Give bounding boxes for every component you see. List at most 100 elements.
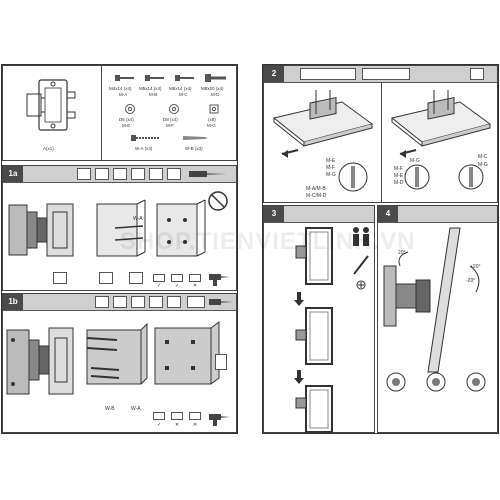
wall-bracket-illustration — [8, 203, 74, 257]
screw-d-size: M8x20 (x4) — [201, 86, 224, 91]
knob-detail-2 — [426, 372, 446, 392]
spacer-icon — [209, 104, 219, 114]
tool-icon — [131, 296, 145, 308]
tilt-up-label: +20° — [470, 264, 481, 270]
arrow-down-icon — [294, 292, 304, 306]
wall-holes-illustration — [156, 199, 206, 257]
knob-detail-1 — [386, 372, 406, 392]
cross-mark: ✕ — [175, 422, 180, 428]
tilt-adjust-illustration — [383, 227, 480, 373]
phillips-icon — [356, 280, 366, 290]
parts-panel: A(x1) M4x14 (x4) M-A M5x14 (x4) M-B M6x1… — [2, 65, 237, 161]
step-3-header — [264, 206, 374, 223]
two-people-icon — [353, 227, 369, 246]
bit-icon — [153, 412, 165, 420]
screw-icon — [115, 75, 134, 81]
wall-anchor-label: W-A — [133, 216, 143, 222]
watermark: SHOP.TIENVIETLINH.VN — [120, 228, 416, 255]
bracket-box: A(x1) — [3, 66, 102, 160]
label-me: M-E — [394, 173, 404, 179]
screw-b-code: M-B — [149, 92, 158, 97]
bracket-label: A(x1) — [43, 146, 54, 151]
cross-mark: ✕ — [193, 422, 198, 428]
screw-icon — [175, 75, 194, 81]
cross-mark: ✕ — [193, 283, 198, 289]
detail-circle-right-b — [458, 164, 484, 190]
label-mcd: M-C/M-D — [306, 193, 327, 199]
tool-icon — [95, 168, 109, 180]
level-icon — [215, 354, 227, 370]
screw-b-size: M5x14 (x4) — [139, 86, 162, 91]
tool-icon — [470, 68, 484, 80]
washer-e-code: M-E — [122, 123, 131, 128]
tool-icon — [167, 296, 181, 308]
concrete-wall-anchors — [86, 322, 148, 385]
wall-screw-label: W-B — [105, 406, 115, 412]
concrete-wall-holes — [154, 321, 220, 385]
screwdriver-icon — [353, 255, 369, 275]
screw-a-code: M-A — [119, 92, 128, 97]
concrete-bracket-illustration — [6, 327, 74, 395]
step-3-tag: 3 — [264, 206, 284, 222]
step-4-panel: 4 20° +20° -20° — [377, 205, 498, 433]
arrow-down-icon — [294, 370, 304, 384]
tv-hanging-illustration-3 — [295, 385, 333, 433]
label-mg: M-G — [478, 162, 488, 168]
tv-hanging-illustration-2 — [295, 307, 333, 365]
bracket-icon — [26, 79, 76, 131]
screw-wrong-icon — [362, 68, 410, 80]
knob-detail-3 — [466, 372, 486, 392]
step-1a-tag: 1a — [3, 166, 23, 182]
screw-ok-icon — [300, 68, 356, 80]
screw-a-size: M4x14 (x4) — [109, 86, 132, 91]
label-mg: M-G — [326, 172, 336, 178]
tv-back-illustration-right — [390, 90, 492, 158]
tool-icon — [95, 296, 109, 308]
tool-icon — [149, 168, 163, 180]
drill-icon — [209, 414, 230, 426]
tool-icon — [53, 272, 67, 284]
washer-icon — [169, 104, 179, 114]
step-1b-panel: 1b W-B W-A — [2, 293, 237, 433]
anchor-icon — [183, 136, 208, 140]
wall-illustration — [96, 199, 146, 257]
wall-screw-label: W-A (x3) — [135, 146, 153, 151]
wall-anchor-label: W-A — [131, 406, 141, 412]
tilt-down-label: -20° — [466, 278, 476, 284]
tv-back-illustration-left — [272, 90, 374, 158]
label-me: M-E — [326, 158, 336, 164]
tool-icon — [113, 296, 127, 308]
step-1a-panel: 1a W-A — [2, 165, 237, 291]
step-2-panel: 2 M-E M-F M-G M-A/M-B M-C/M-D M-G — [263, 65, 498, 203]
step-1b-tag: 1b — [3, 294, 23, 310]
screw-d-code: M-D — [211, 92, 220, 97]
step-3-panel: 3 — [263, 205, 375, 433]
check-mark: ✓ — [157, 422, 162, 428]
swivel-angle-label: 20° — [398, 250, 406, 256]
anchor-label: W-B (x3) — [185, 146, 203, 151]
tool-icon — [99, 272, 113, 284]
step-4-header — [378, 206, 497, 223]
no-drill-icon — [208, 191, 228, 211]
bit-icon — [189, 274, 201, 282]
label-mf: M-F — [394, 166, 403, 172]
label-mab: M-A/M-B — [306, 186, 326, 192]
left-page: A(x1) M4x14 (x4) M-A M5x14 (x4) M-B M6x1… — [1, 64, 238, 434]
drill-icon — [209, 299, 234, 305]
tool-icon — [77, 168, 91, 180]
label-md: M-D — [394, 180, 404, 186]
tool-icon — [167, 168, 181, 180]
screw-icon — [205, 74, 226, 82]
screw-c-size: M6x14 (x4) — [169, 86, 192, 91]
label-mg: M-G — [410, 158, 420, 164]
check-mark: ✓ — [175, 283, 180, 289]
bit-icon — [171, 274, 183, 282]
detail-circle-right-a — [404, 164, 430, 190]
detail-circle-left — [338, 162, 368, 192]
spacer-g-code: M-G — [207, 123, 216, 128]
bit-icon — [189, 412, 201, 420]
drill-icon — [189, 171, 227, 177]
tool-icon — [129, 272, 143, 284]
step-4-tag: 4 — [378, 206, 398, 222]
spacer-g-size: (x8) — [208, 117, 216, 122]
